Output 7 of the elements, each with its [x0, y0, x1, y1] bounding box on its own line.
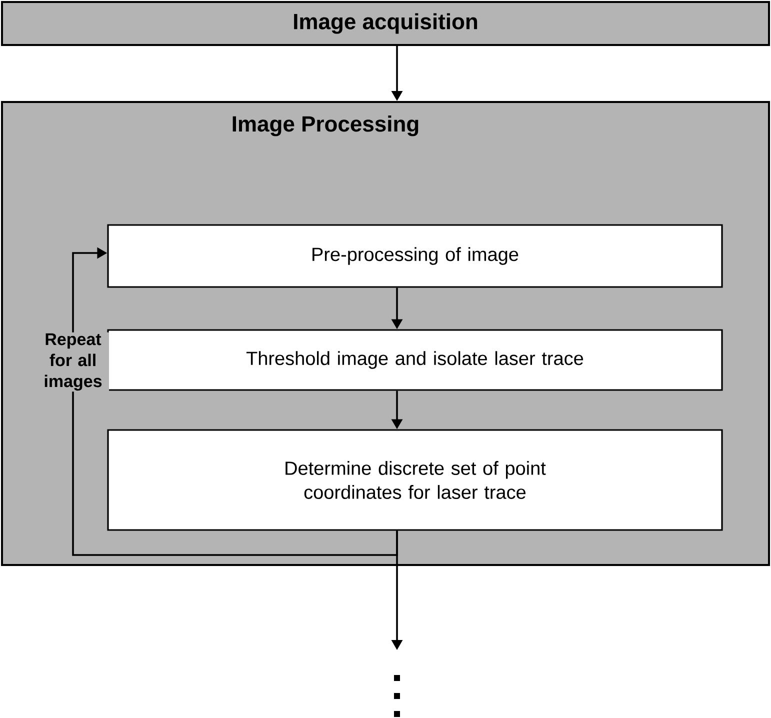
panel-title: Image Processing — [232, 116, 418, 136]
process-box: Determine discrete set of point coordinates for laser trace — [107, 429, 723, 531]
edge-label: Repeat for all images — [37, 332, 109, 392]
process-box: Threshold image and isolate laser trace — [107, 329, 723, 391]
process-box: Image acquisition — [1, 1, 770, 46]
arrow — [72, 247, 398, 556]
process-box: Pre-processing of image — [107, 224, 723, 288]
